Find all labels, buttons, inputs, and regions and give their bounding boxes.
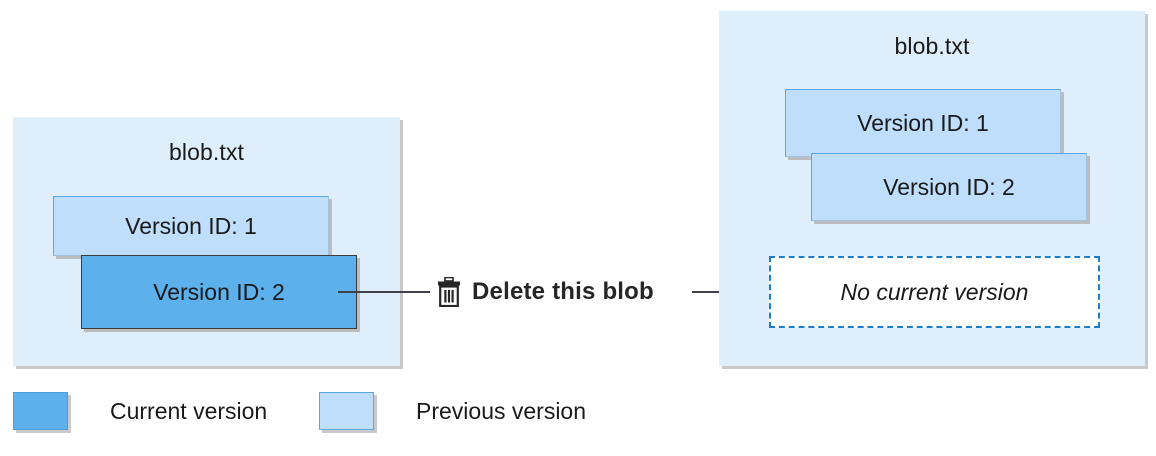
version-card-left-v1-label: Version ID: 1 bbox=[125, 212, 257, 239]
legend-label-previous: Previous version bbox=[416, 397, 587, 424]
version-card-right-v2: Version ID: 2 bbox=[811, 153, 1087, 221]
panel-title-before: blob.txt bbox=[169, 139, 244, 165]
no-current-version-label: No current version bbox=[840, 278, 1029, 305]
version-card-right-v1-label: Version ID: 1 bbox=[857, 109, 989, 136]
legend-label-current: Current version bbox=[110, 397, 268, 424]
legend-item-previous: Previous version bbox=[319, 392, 586, 430]
version-card-left-v2: Version ID: 2 bbox=[81, 255, 357, 329]
version-card-right-v2-label: Version ID: 2 bbox=[883, 173, 1015, 200]
panel-title-after: blob.txt bbox=[894, 33, 970, 59]
version-card-left-v1: Version ID: 1 bbox=[53, 196, 329, 256]
legend-swatch-previous bbox=[319, 392, 374, 430]
trash-icon bbox=[436, 277, 462, 307]
legend-item-current: Current version bbox=[13, 392, 267, 430]
legend-swatch-current bbox=[13, 392, 68, 430]
delete-action-label: Delete this blob bbox=[472, 278, 654, 305]
delete-action-group[interactable]: Delete this blob bbox=[436, 277, 654, 307]
no-current-version-box: No current version bbox=[769, 256, 1100, 328]
version-card-right-v1: Version ID: 1 bbox=[785, 89, 1061, 157]
connector-line-left bbox=[338, 291, 430, 293]
version-card-left-v2-label: Version ID: 2 bbox=[153, 278, 285, 305]
